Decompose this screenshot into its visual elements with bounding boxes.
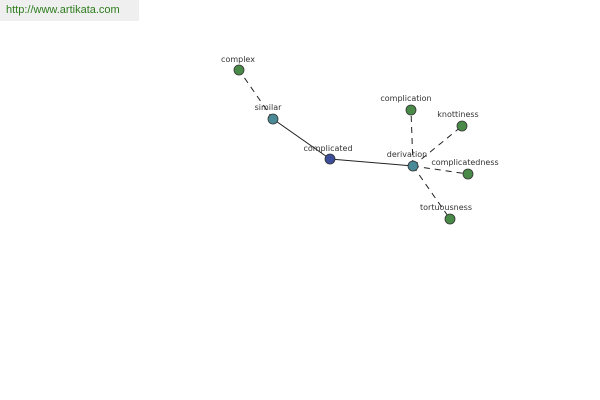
- node-complicated[interactable]: complicated: [303, 144, 353, 165]
- node-circle-knottiness[interactable]: [456, 120, 468, 132]
- node-label-complicated: complicated: [303, 144, 352, 153]
- node-complex[interactable]: complex: [221, 55, 255, 76]
- node-circle-complication[interactable]: [405, 104, 417, 116]
- node-label-complex: complex: [221, 55, 255, 64]
- node-similar[interactable]: similar: [255, 103, 283, 125]
- node-circle-tortuousness[interactable]: [444, 213, 456, 225]
- graph-nodes: complicated similar derivation complex compl…: [221, 55, 499, 225]
- site-watermark: http://www.artikata.com: [0, 0, 139, 21]
- node-label-knottiness: knottiness: [437, 110, 478, 119]
- node-circle-complicated[interactable]: [324, 153, 336, 165]
- node-label-tortuousness: tortuousness: [420, 203, 472, 212]
- node-circle-complicatedness[interactable]: [462, 168, 474, 180]
- graph-edges: [238, 69, 469, 220]
- node-complication[interactable]: complication: [380, 94, 432, 116]
- edge-derivation-complicatedness: [412, 165, 469, 175]
- node-complicatedness[interactable]: complicatedness: [431, 158, 499, 180]
- edge-complicated-similar: [272, 118, 331, 160]
- edge-similar-complex: [238, 69, 274, 120]
- node-circle-derivation[interactable]: [407, 160, 419, 172]
- node-derivation[interactable]: derivation: [387, 150, 427, 172]
- node-circle-similar[interactable]: [267, 113, 279, 125]
- node-label-derivation: derivation: [387, 150, 427, 159]
- node-tortuousness[interactable]: tortuousness: [420, 203, 472, 225]
- node-label-complicatedness: complicatedness: [431, 158, 498, 167]
- edge-derivation-complication: [410, 109, 414, 167]
- edge-complicated-derivation: [329, 158, 414, 167]
- node-knottiness[interactable]: knottiness: [437, 110, 479, 132]
- node-circle-complex[interactable]: [233, 64, 245, 76]
- node-label-complication: complication: [380, 94, 431, 103]
- node-label-similar: similar: [255, 103, 283, 112]
